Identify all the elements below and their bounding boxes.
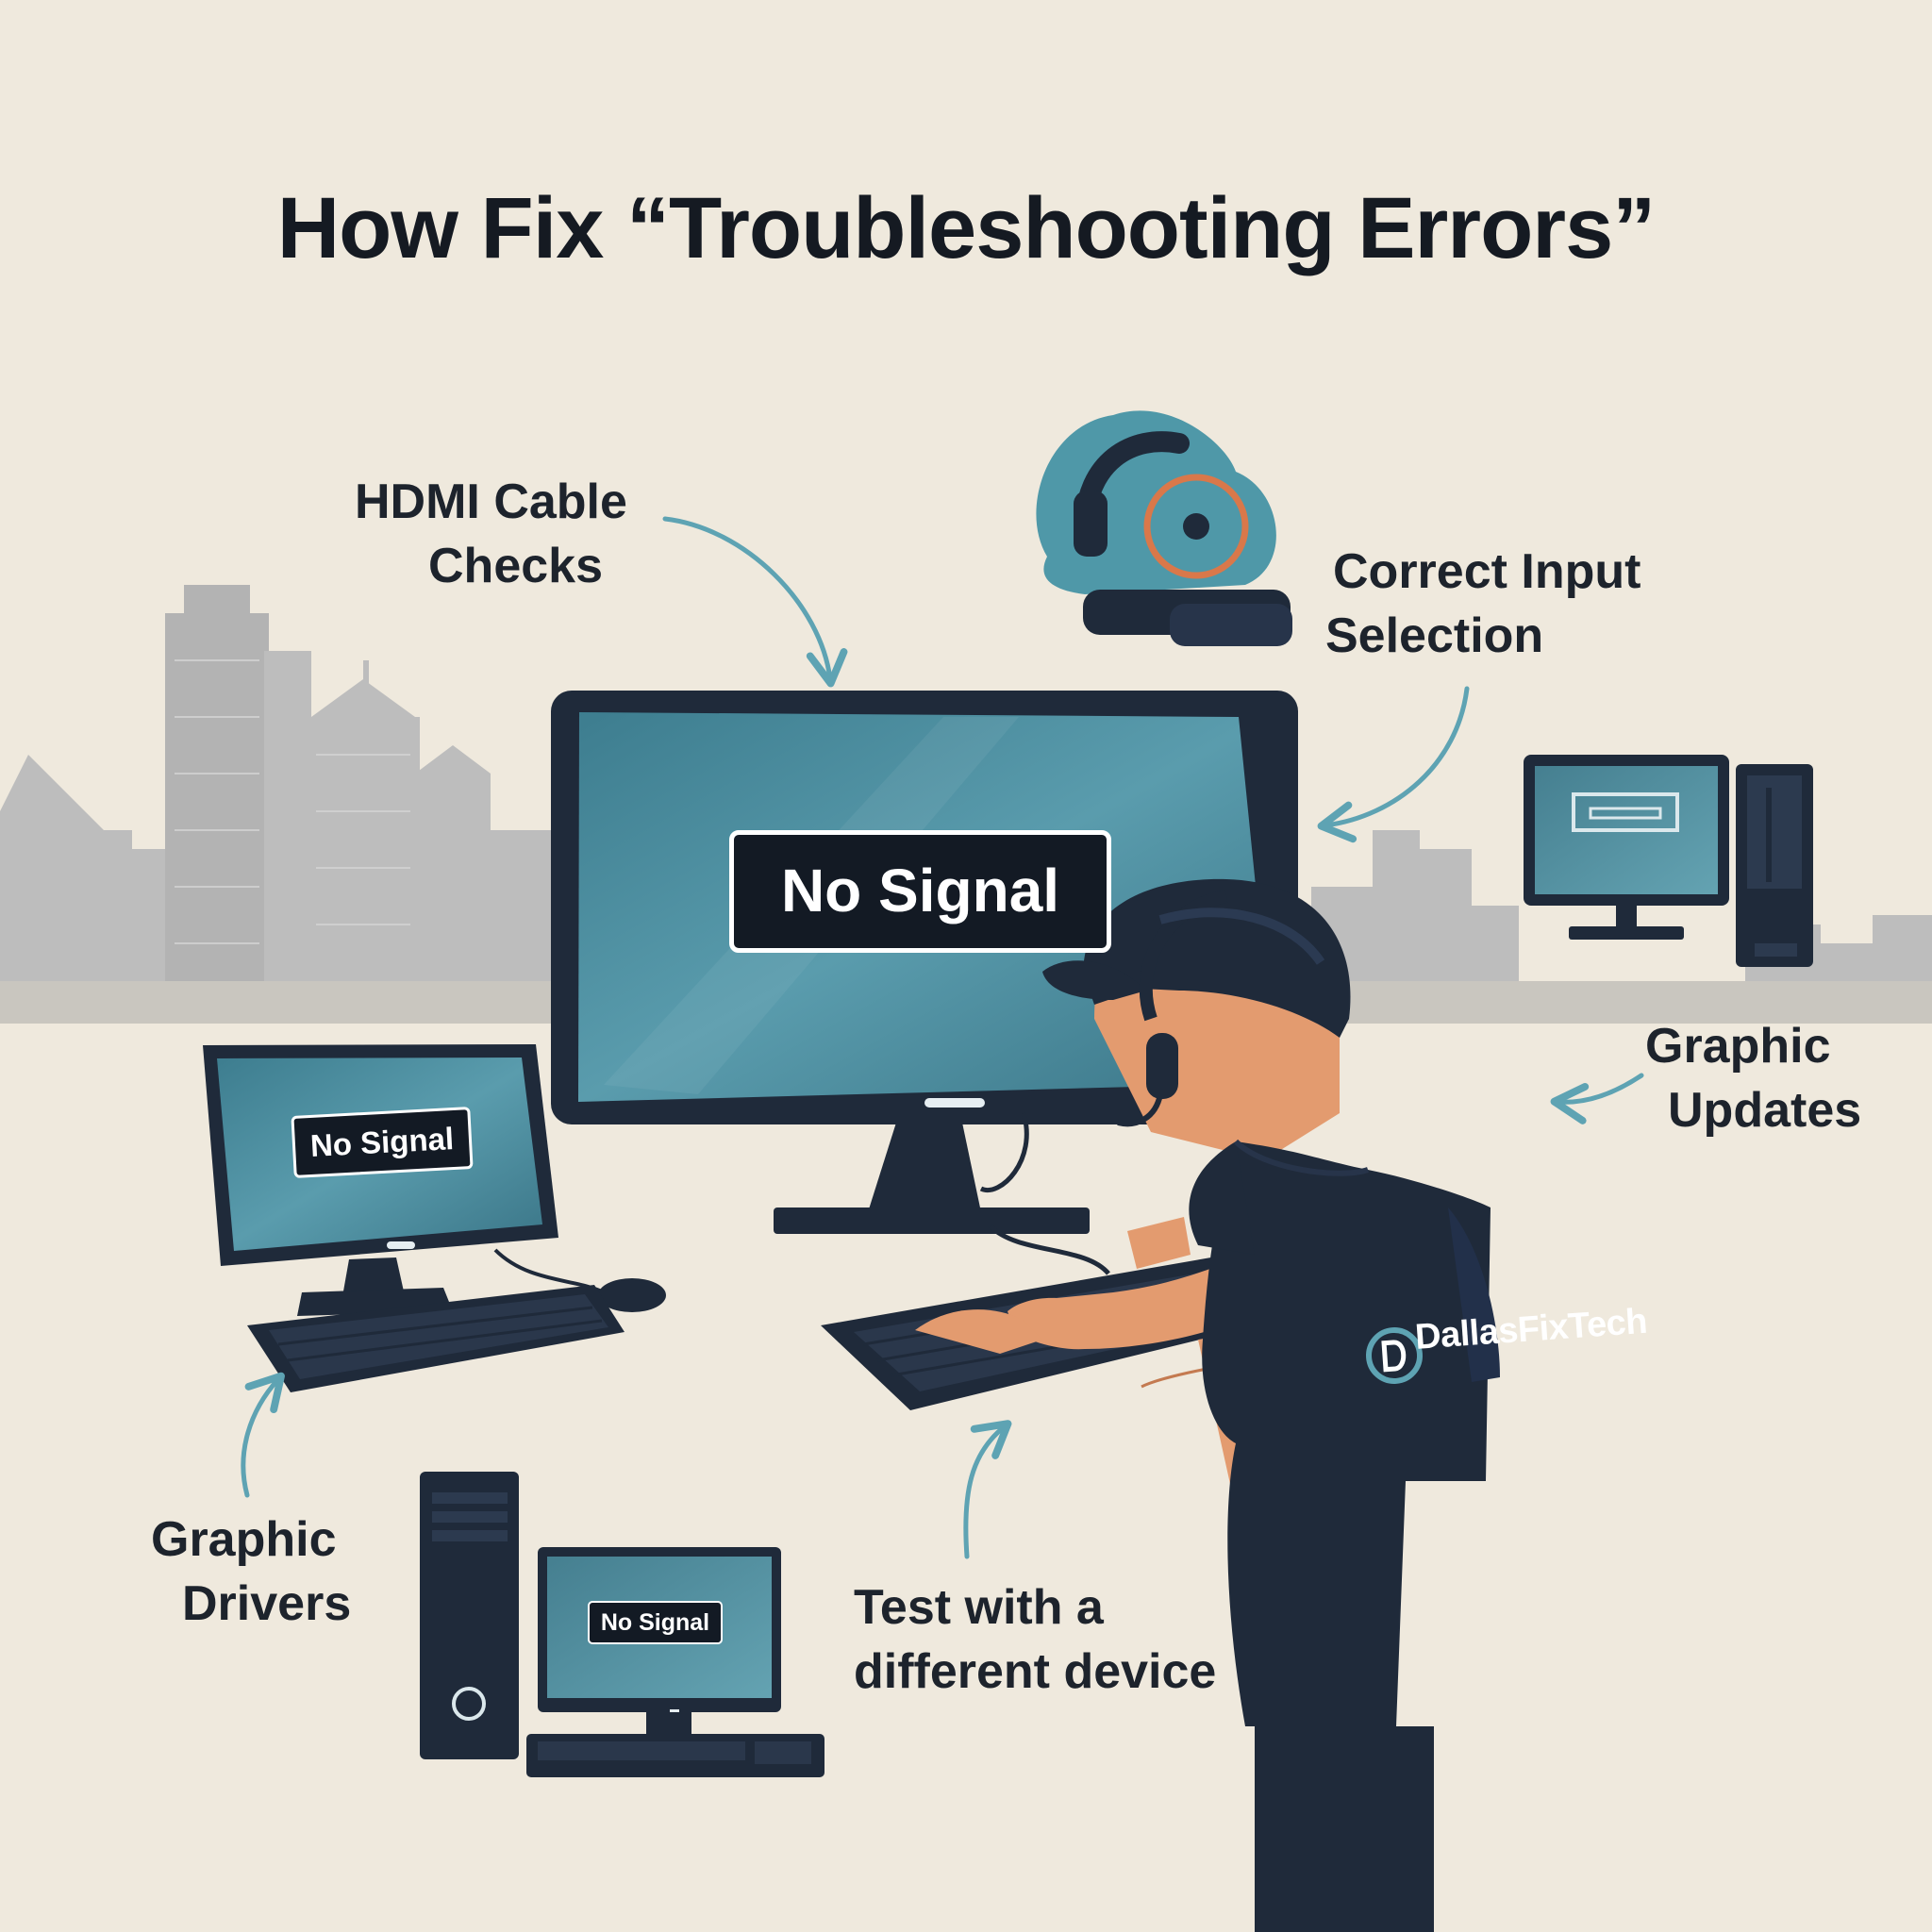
dallasfixtech-logo <box>1366 1327 1423 1384</box>
arrow-input <box>1317 686 1470 843</box>
callout-graphic-updates: Graphic Updates <box>1643 1014 1861 1142</box>
bottom-monitor-no-signal: No Signal <box>588 1601 723 1644</box>
callout-arrows <box>241 516 1644 1559</box>
headset-icon <box>1036 410 1292 646</box>
main-monitor-no-signal: No Signal <box>729 830 1111 953</box>
arrow-hdmi <box>662 516 848 688</box>
callout-input-line1: Correct Input <box>1333 544 1641 599</box>
callout-graphic-drivers: Graphic Drivers <box>151 1507 351 1636</box>
callout-hdmi-line1: HDMI Cable <box>355 475 627 529</box>
right-desktop-computer <box>1524 755 1813 967</box>
callout-hdmi-line2: Checks <box>428 539 603 593</box>
callout-hdmi-cable-checks: HDMI Cable Checks <box>355 470 627 598</box>
callout-drivers-line1: Graphic <box>151 1512 337 1567</box>
callout-updates-line2: Updates <box>1668 1083 1862 1138</box>
left-monitor-no-signal: No Signal <box>291 1107 474 1178</box>
arrow-device <box>963 1420 1012 1559</box>
callout-device-line2: different device <box>854 1644 1217 1699</box>
callout-test-different-device: Test with a different device <box>854 1575 1216 1704</box>
arrow-drivers <box>241 1372 285 1498</box>
arrow-updates <box>1550 1073 1644 1124</box>
callout-input-line2: Selection <box>1325 608 1544 663</box>
callout-device-line1: Test with a <box>854 1580 1104 1635</box>
page-title: How Fix “Troubleshooting Errors” <box>276 180 1657 276</box>
callout-drivers-line2: Drivers <box>182 1576 352 1631</box>
technician-figure <box>915 878 1500 1932</box>
callout-updates-line1: Graphic <box>1645 1019 1831 1074</box>
callout-correct-input-selection: Correct Input Selection <box>1325 540 1641 668</box>
